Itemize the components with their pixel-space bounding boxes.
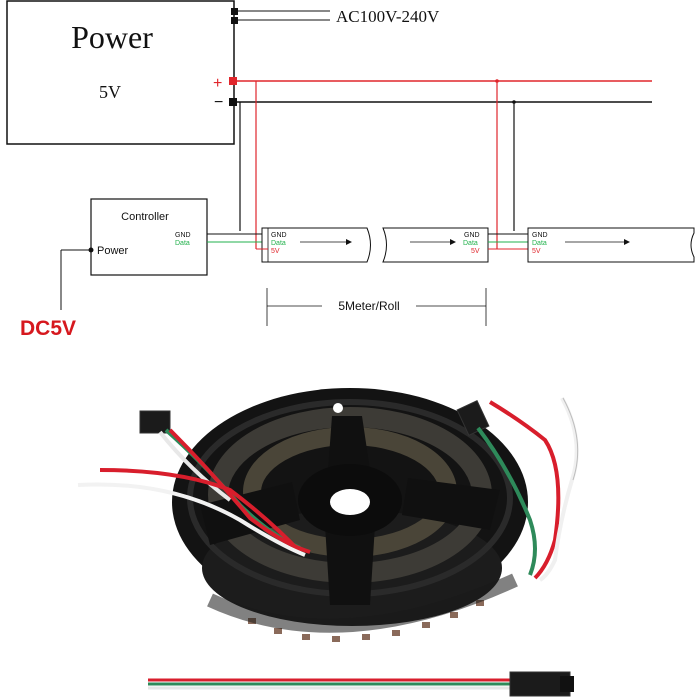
strip-2-arrow-head bbox=[450, 239, 456, 245]
strip-3-arrow-head bbox=[624, 239, 630, 245]
strip-1-5v: 5V bbox=[271, 248, 280, 255]
reel-hub-hole bbox=[330, 489, 370, 515]
strip-3-5v: 5V bbox=[532, 248, 541, 255]
strip-segment-1: GND Data 5V bbox=[256, 227, 371, 263]
strip-2-outline bbox=[382, 227, 489, 263]
minus-sign: − bbox=[214, 94, 223, 111]
strip-1-outline bbox=[261, 227, 371, 263]
led-chip bbox=[476, 600, 484, 606]
dc-voltage-label: DC5V bbox=[20, 317, 76, 340]
led-chip bbox=[422, 622, 430, 628]
ac-voltage-label: AC100V-240V bbox=[336, 7, 440, 26]
strip-3-data: Data bbox=[532, 240, 547, 247]
ac-terminal-1 bbox=[231, 8, 238, 15]
junction-minus bbox=[512, 100, 516, 104]
loose-cable-connector-cap bbox=[560, 676, 574, 692]
controller: Controller Power GND Data DC5V bbox=[20, 198, 208, 340]
strip-1-arrow-head bbox=[346, 239, 352, 245]
reel-spoke-right bbox=[402, 478, 500, 530]
strip-1-data: Data bbox=[271, 240, 286, 247]
plus-terminal bbox=[229, 77, 237, 85]
led-chip bbox=[274, 628, 282, 634]
ac-terminal-2 bbox=[231, 17, 238, 24]
controller-box bbox=[90, 198, 208, 276]
led-chip bbox=[392, 630, 400, 636]
led-chip bbox=[332, 636, 340, 642]
right-wire-red bbox=[488, 400, 561, 580]
junction-plus bbox=[495, 79, 499, 83]
reel-top-hole bbox=[333, 403, 343, 413]
led-chip bbox=[302, 634, 310, 640]
left-connector bbox=[139, 410, 171, 434]
power-voltage: 5V bbox=[99, 82, 121, 102]
led-strip-reel-photo bbox=[77, 388, 579, 697]
controller-title: Controller bbox=[121, 211, 169, 223]
length-label: 5Meter/Roll bbox=[338, 299, 399, 313]
strip-3-outline bbox=[527, 227, 695, 263]
power-title: Power bbox=[71, 19, 153, 55]
led-chip bbox=[450, 612, 458, 618]
strip-2-5v: 5V bbox=[471, 248, 480, 255]
right-wire-shadow bbox=[562, 397, 579, 481]
strip-2-data: Data bbox=[463, 240, 478, 247]
dc-output: + − bbox=[213, 75, 652, 249]
controller-data-label: Data bbox=[175, 240, 190, 247]
led-chip bbox=[362, 634, 370, 640]
reel-spoke-bottom bbox=[325, 525, 375, 605]
strip-segment-3: GND Data 5V bbox=[527, 227, 695, 263]
minus-terminal bbox=[229, 98, 237, 106]
length-dimension: 5Meter/Roll bbox=[266, 288, 487, 326]
plus-sign: + bbox=[213, 75, 222, 92]
reel-spoke-top bbox=[328, 416, 370, 470]
strip-segment-2: GND Data 5V bbox=[382, 227, 489, 263]
right-wire-white bbox=[538, 397, 579, 582]
power-box bbox=[6, 0, 235, 145]
left-wire-white-2 bbox=[77, 482, 306, 557]
strip-1-gnd: GND bbox=[271, 232, 287, 239]
strip-2-gnd: GND bbox=[464, 232, 480, 239]
left-wire-red-2 bbox=[168, 428, 311, 554]
left-wire-white bbox=[158, 430, 232, 502]
strip-unrolled-front bbox=[207, 573, 518, 633]
right-wire-green bbox=[476, 426, 537, 576]
strip-3-gnd: GND bbox=[532, 232, 548, 239]
power-supply: Power 5V bbox=[6, 0, 235, 145]
ac-input: AC100V-240V bbox=[231, 7, 440, 26]
controller-gnd-label: GND bbox=[175, 232, 191, 239]
controller-power-label: Power bbox=[97, 245, 129, 257]
left-wire-red bbox=[99, 468, 302, 554]
